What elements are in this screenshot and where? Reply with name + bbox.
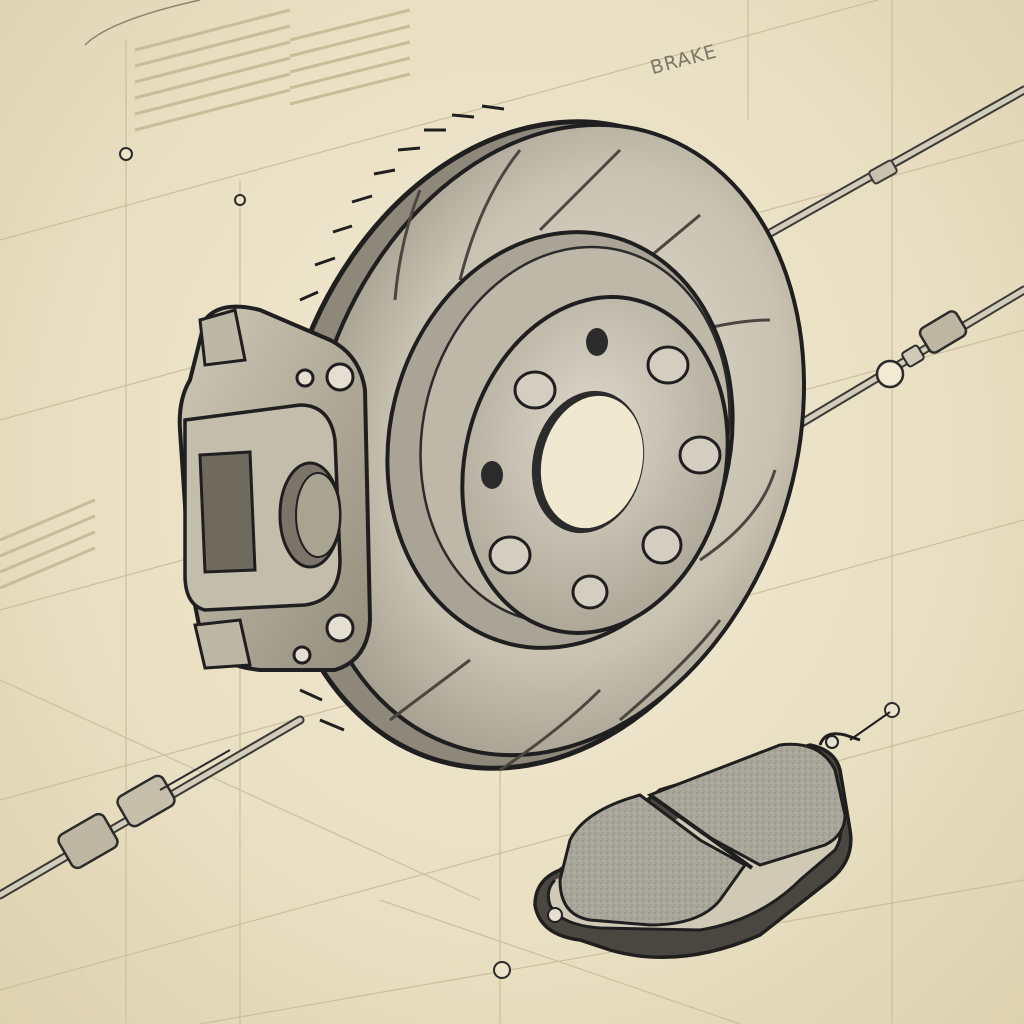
- brake-line-fitting: [785, 285, 1024, 435]
- brake-line-icon: [735, 85, 1024, 255]
- brake-line-lower: [0, 715, 305, 900]
- wheel-hub-icon: [460, 295, 730, 635]
- frame-curve: [84, 0, 201, 46]
- hatching-marks: [0, 8, 411, 590]
- brake-pad-icon: [533, 711, 891, 959]
- brake-caliper-icon: [177, 304, 373, 672]
